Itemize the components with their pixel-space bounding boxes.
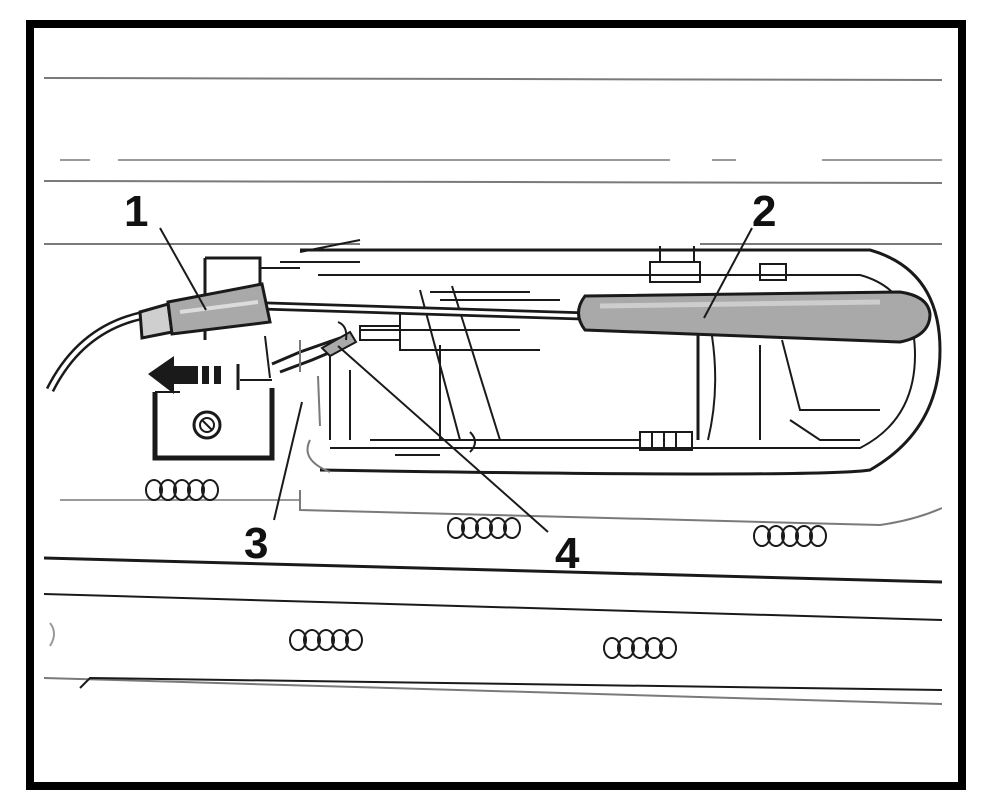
- diagram-frame: [26, 20, 966, 790]
- bowden-cable: [45, 301, 586, 393]
- callout-2: 2: [752, 187, 776, 236]
- dimple-group: [289, 629, 363, 651]
- callout-labels: 1 2 3 4: [124, 187, 776, 578]
- arrow-left-icon: [148, 356, 221, 394]
- body-panel-lines: [44, 77, 942, 705]
- cable-end-piece: [138, 282, 272, 340]
- retaining-clip: [271, 321, 358, 374]
- leader-line-2: [703, 227, 753, 319]
- callout-4: 4: [555, 529, 580, 578]
- handle-bracket: [299, 340, 321, 427]
- operating-lever: [577, 290, 932, 344]
- dimple-group: [603, 637, 677, 659]
- leader-line-3: [273, 401, 303, 521]
- callout-1: 1: [124, 187, 148, 236]
- dimple-group: [753, 525, 827, 547]
- dimple-row: [145, 479, 827, 659]
- callout-3: 3: [244, 519, 268, 568]
- dimple-group: [145, 479, 219, 501]
- leader-lines: [159, 227, 753, 533]
- leader-line-4: [337, 345, 549, 533]
- leader-line-1: [159, 227, 207, 311]
- screw-icon: [192, 410, 222, 440]
- dimple-group: [447, 517, 521, 539]
